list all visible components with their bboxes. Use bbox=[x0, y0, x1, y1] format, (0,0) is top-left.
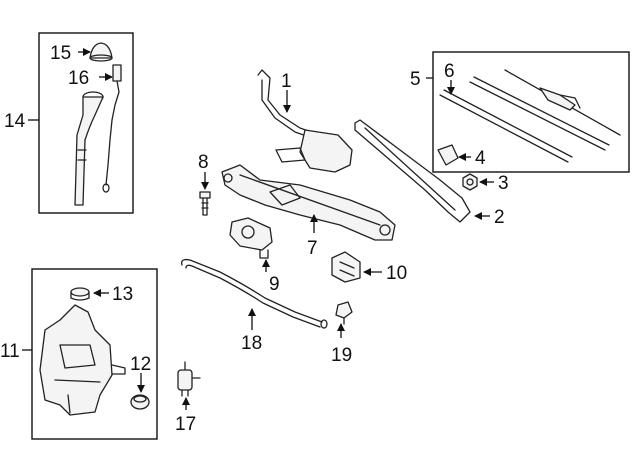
wiper-motor bbox=[229, 217, 273, 259]
callout-16: 16 bbox=[68, 68, 89, 89]
washer-hose bbox=[181, 258, 328, 329]
washer-pump bbox=[177, 361, 201, 397]
callout-11: 11 bbox=[0, 341, 20, 362]
motor-bracket bbox=[331, 251, 361, 283]
wiper-frame bbox=[221, 164, 396, 241]
callout-14: 14 bbox=[4, 111, 26, 132]
arm-nut bbox=[462, 173, 478, 191]
wiper-blade bbox=[439, 69, 621, 163]
callout-19: 19 bbox=[331, 345, 352, 366]
wiper-linkage bbox=[257, 69, 353, 173]
wiper-arm bbox=[354, 119, 471, 223]
callout-9: 9 bbox=[269, 274, 280, 295]
box-11 bbox=[31, 268, 158, 440]
filler-cap bbox=[89, 42, 113, 62]
callout-3: 3 bbox=[498, 173, 509, 194]
mount-bolt bbox=[199, 191, 211, 216]
reservoir-grommet bbox=[130, 394, 150, 410]
callout-5: 5 bbox=[410, 69, 421, 90]
grommet bbox=[70, 287, 90, 301]
washer-reservoir bbox=[39, 304, 126, 416]
callout-17: 17 bbox=[175, 414, 196, 435]
callout-4: 4 bbox=[475, 148, 486, 169]
hose-connector bbox=[335, 301, 353, 325]
box-5 bbox=[432, 51, 630, 173]
callout-7: 7 bbox=[307, 238, 318, 259]
callout-1: 1 bbox=[281, 71, 292, 92]
callout-8: 8 bbox=[198, 152, 209, 173]
filler-neck bbox=[74, 91, 104, 206]
callout-15: 15 bbox=[50, 43, 71, 64]
callout-18: 18 bbox=[241, 333, 262, 354]
level-sensor bbox=[102, 64, 122, 193]
arm-cap bbox=[437, 144, 459, 166]
box-14 bbox=[38, 32, 134, 214]
callout-10: 10 bbox=[386, 263, 407, 284]
callout-12: 12 bbox=[130, 354, 151, 375]
callout-2: 2 bbox=[494, 207, 505, 228]
callout-13: 13 bbox=[112, 284, 133, 305]
callout-6: 6 bbox=[444, 61, 455, 82]
